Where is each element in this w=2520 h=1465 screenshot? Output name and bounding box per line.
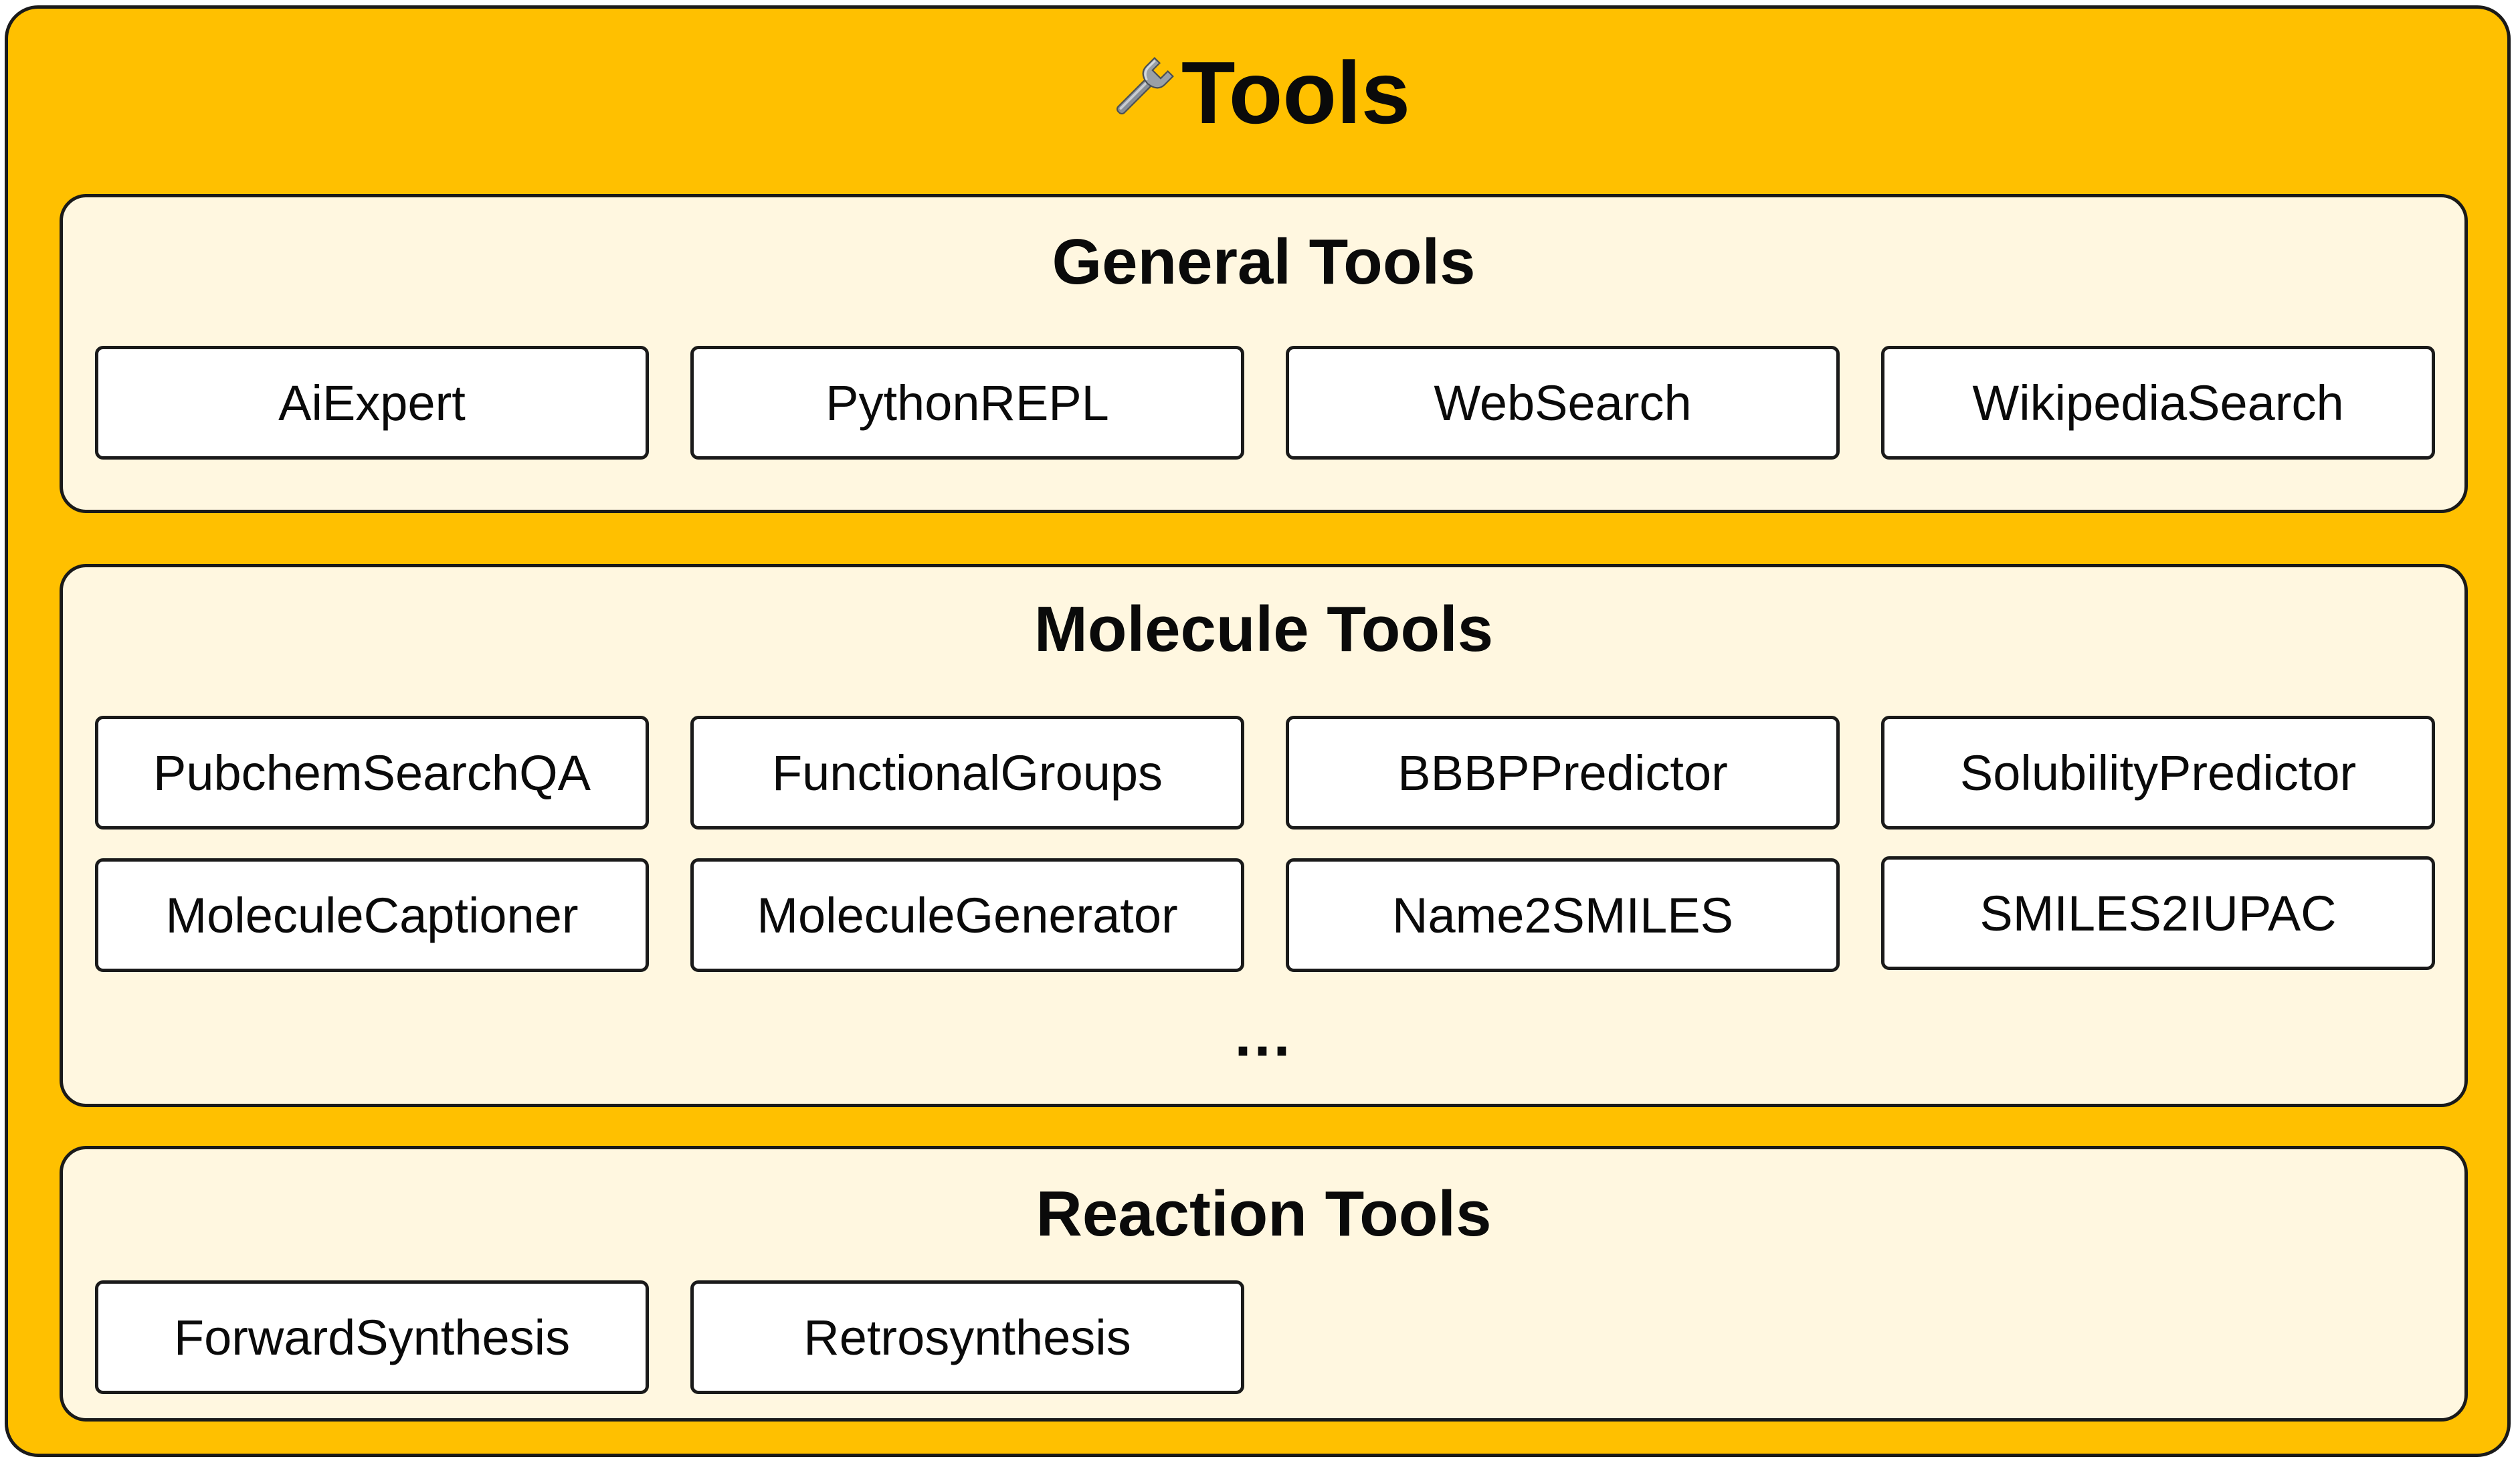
main-title: Tools — [8, 42, 2507, 142]
tool-aiexpert: AiExpert — [95, 346, 649, 460]
tool-functionalgroups: FunctionalGroups — [690, 716, 1244, 829]
tools-container: Tools General Tools AiExpert PythonREPL … — [5, 5, 2511, 1457]
tool-pubchemsearchqa: PubchemSearchQA — [95, 716, 649, 829]
tool-moleculegenerator: MoleculeGenerator — [690, 858, 1244, 972]
tool-moleculecaptioner: MoleculeCaptioner — [95, 858, 649, 972]
more-tools-ellipsis: ... — [1234, 1002, 1293, 1069]
wrench-icon — [1116, 57, 1174, 115]
molecule-tools-panel: Molecule Tools PubchemSearchQA Functiona… — [60, 564, 2468, 1107]
tool-name2smiles: Name2SMILES — [1286, 858, 1840, 972]
tool-wikipediasearch: WikipediaSearch — [1881, 346, 2435, 460]
general-tools-title: General Tools — [1052, 226, 1476, 298]
reaction-tools-panel: Reaction Tools ForwardSynthesis Retrosyn… — [60, 1146, 2468, 1422]
main-title-text: Tools — [1181, 43, 1411, 142]
tool-smiles2iupac: SMILES2IUPAC — [1881, 856, 2435, 970]
tool-solubilitypredictor: SolubilityPredictor — [1881, 716, 2435, 829]
general-tools-panel: General Tools AiExpert PythonREPL WebSea… — [60, 194, 2468, 513]
tool-forwardsynthesis: ForwardSynthesis — [95, 1280, 649, 1394]
tool-pythonrepl: PythonREPL — [690, 346, 1244, 460]
tool-retrosynthesis: Retrosynthesis — [690, 1280, 1244, 1394]
tool-websearch: WebSearch — [1286, 346, 1840, 460]
reaction-tools-title: Reaction Tools — [1036, 1178, 1492, 1250]
tool-bbbppredictor: BBBPPredictor — [1286, 716, 1840, 829]
molecule-tools-title: Molecule Tools — [1034, 593, 1494, 665]
